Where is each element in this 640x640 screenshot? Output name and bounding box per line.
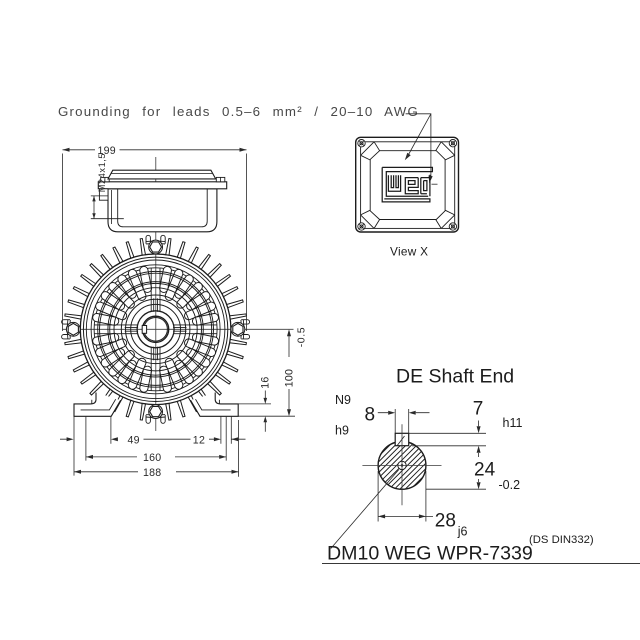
svg-text:h9: h9 [335,424,349,438]
svg-text:7: 7 [473,399,484,420]
svg-text:24: 24 [474,460,496,481]
svg-text:h11: h11 [503,416,523,430]
svg-text:M24x1,5: M24x1,5 [97,153,107,192]
svg-text:12: 12 [193,434,205,446]
svg-text:j6: j6 [457,525,468,539]
svg-text:16: 16 [260,377,272,389]
svg-text:N9: N9 [335,393,351,407]
svg-text:49: 49 [128,434,140,446]
svg-text:Grounding for leads 0.5–6 mm²: Grounding for leads 0.5–6 mm² / 20–10 AW… [58,104,419,119]
svg-text:DM10 WEG WPR-7339: DM10 WEG WPR-7339 [327,543,533,565]
svg-text:160: 160 [143,452,161,464]
svg-text:188: 188 [143,467,161,479]
svg-text:View X: View X [390,244,428,258]
svg-text:28: 28 [435,511,456,532]
svg-text:(DS DIN332): (DS DIN332) [529,534,594,546]
svg-text:8: 8 [365,405,376,426]
svg-text:100: 100 [283,369,295,387]
svg-text:DE Shaft End: DE Shaft End [396,366,514,388]
svg-text:-0.5: -0.5 [296,327,308,348]
svg-text:-0.2: -0.2 [499,478,521,492]
svg-text:199: 199 [98,145,116,157]
